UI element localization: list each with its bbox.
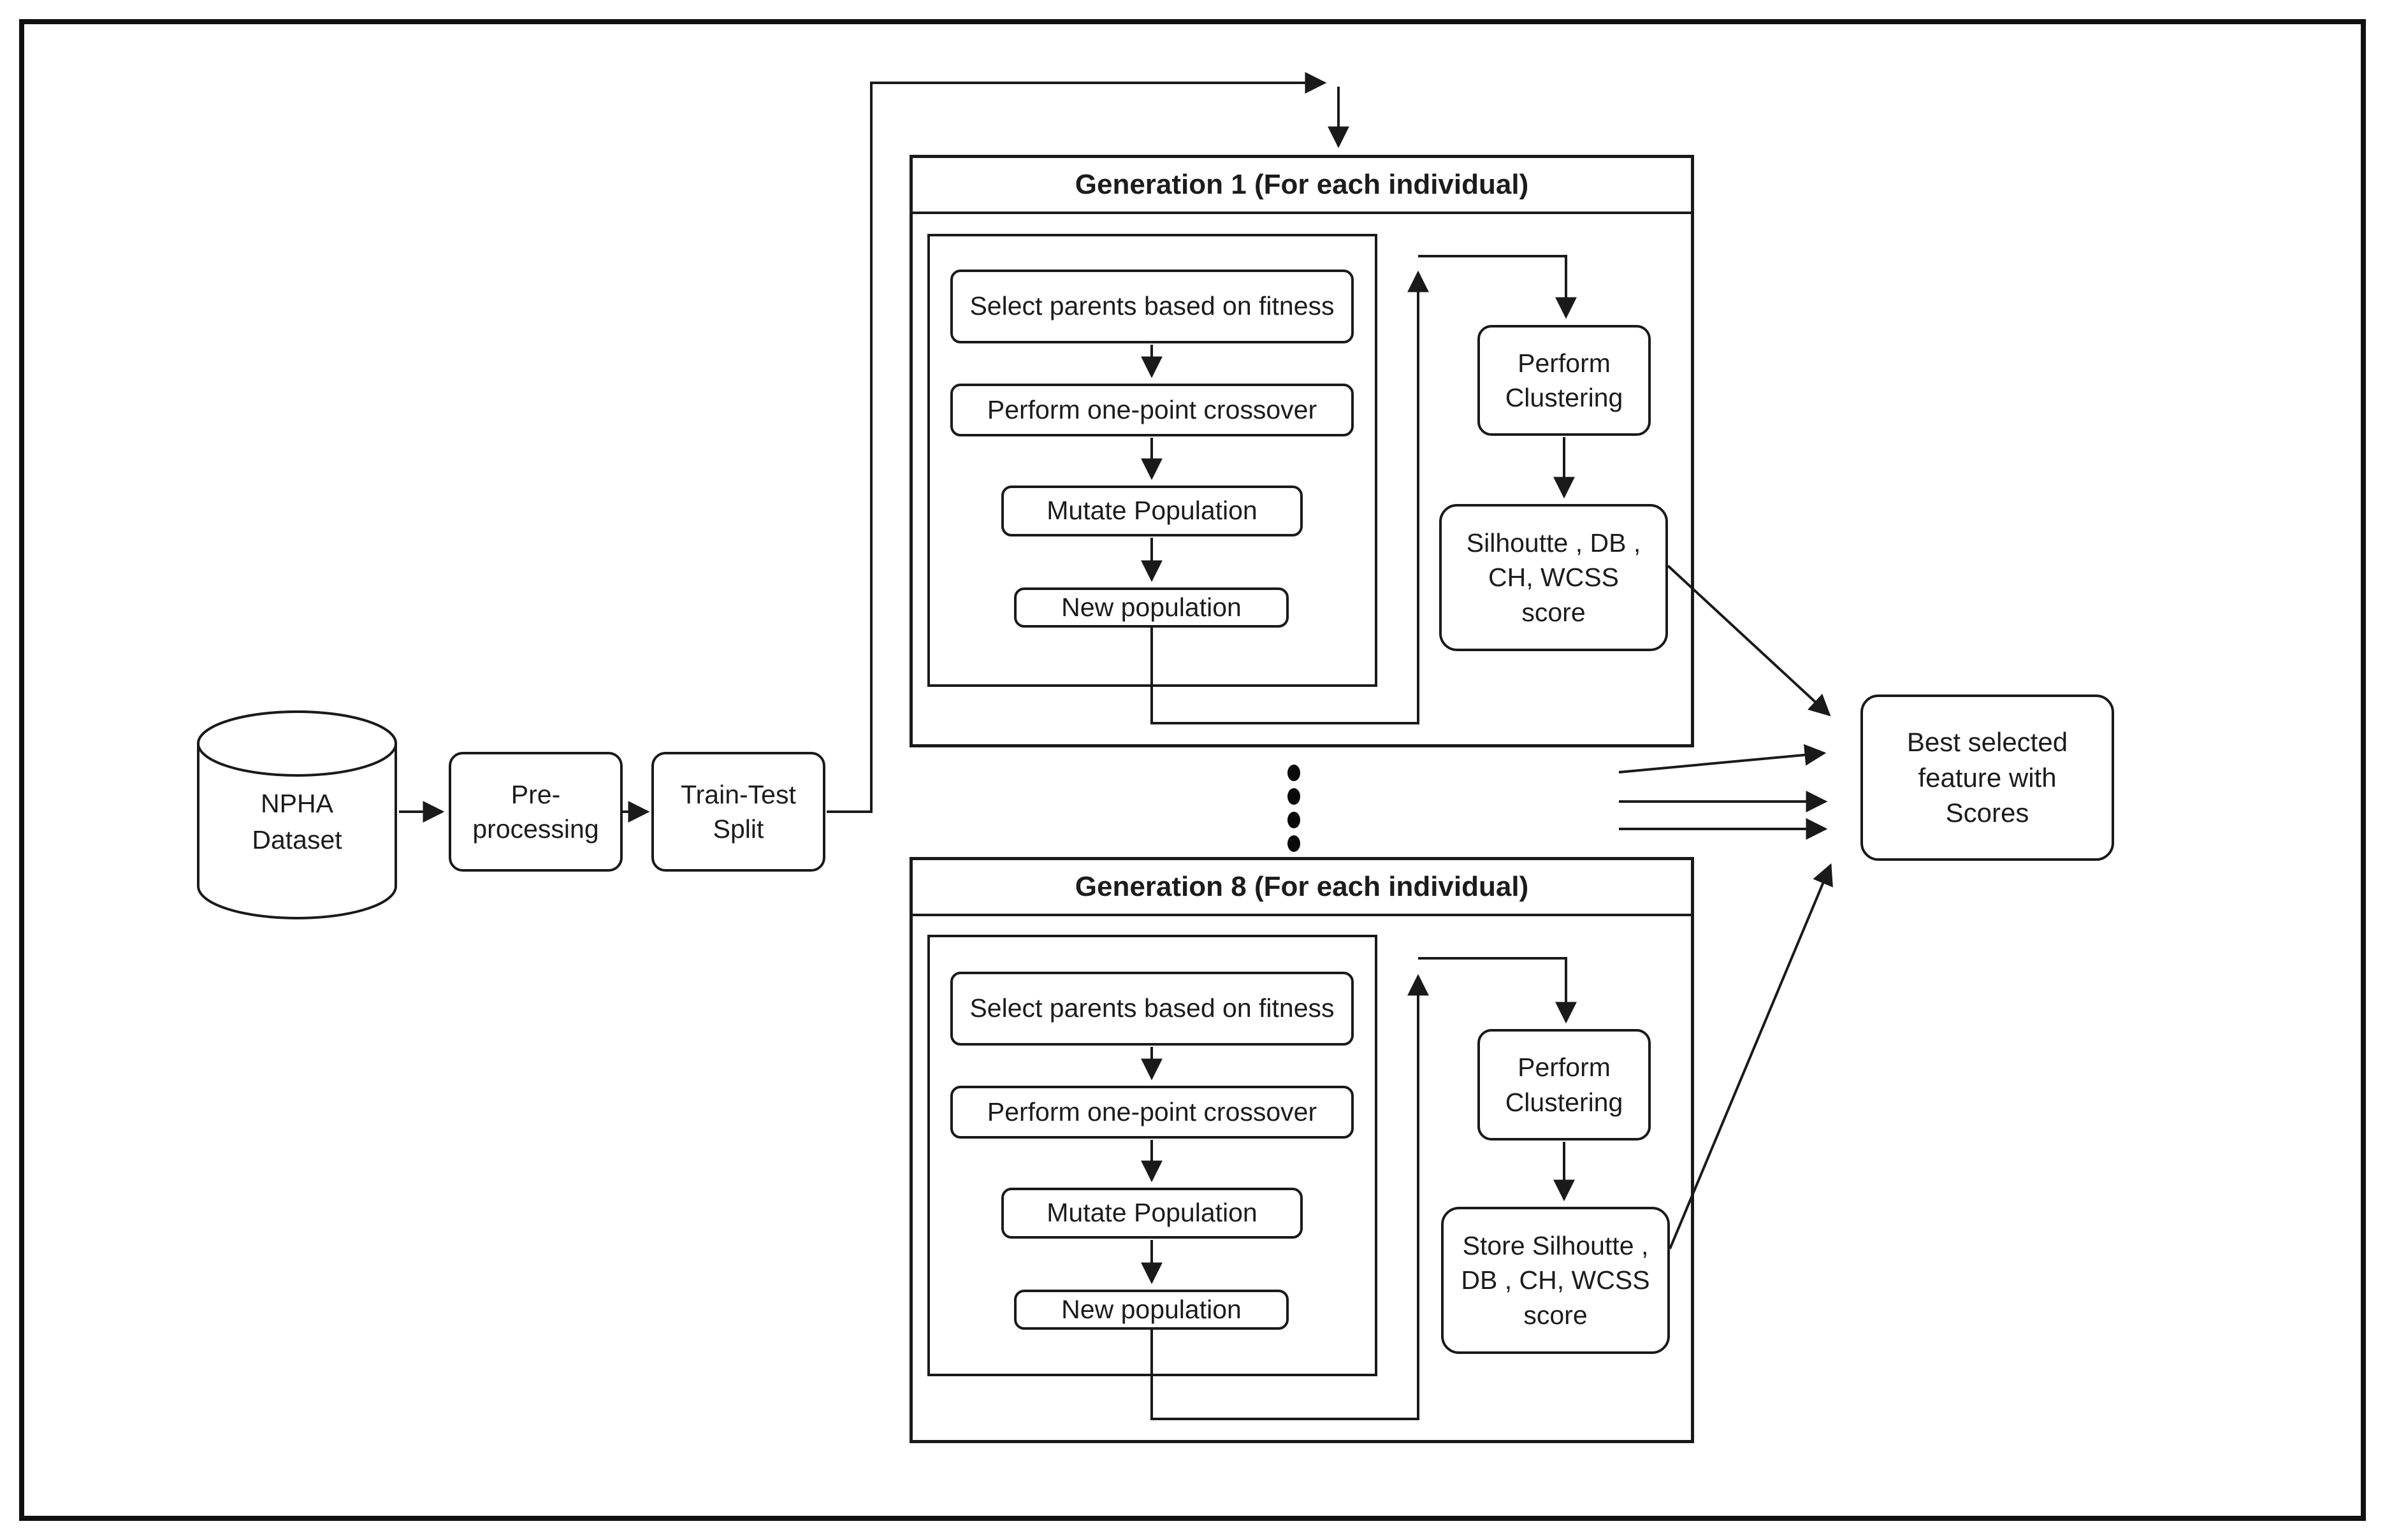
gen8-step-mutate: Mutate Population xyxy=(1001,1188,1303,1239)
output-line2: feature with xyxy=(1918,762,2057,793)
gen1-clustering-line1: Perform xyxy=(1518,348,1611,378)
train-test-label-line1: Train-Test xyxy=(681,779,796,809)
gen8-score-line2: DB , CH, WCSS xyxy=(1461,1265,1650,1295)
outer-border xyxy=(19,19,2366,1521)
gen1-score-node: Silhoutte , DB , CH, WCSS score xyxy=(1439,504,1668,651)
best-selected-feature-node: Best selected feature with Scores xyxy=(1860,694,2114,861)
preprocessing-node: Pre- processing xyxy=(449,752,623,872)
gen8-clustering-line1: Perform xyxy=(1518,1053,1611,1083)
train-test-label-line2: Split xyxy=(713,814,764,844)
ellipsis-dot xyxy=(1287,788,1300,805)
gen1-step-mutate: Mutate Population xyxy=(1001,486,1303,536)
gen8-perform-clustering-node: Perform Clustering xyxy=(1477,1029,1651,1141)
gen1-score-line1: Silhoutte , DB , xyxy=(1466,528,1641,558)
dataset-cylinder: NPHA Dataset xyxy=(196,709,398,921)
gen1-perform-clustering-node: Perform Clustering xyxy=(1477,325,1651,436)
output-line3: Scores xyxy=(1945,798,2029,828)
gen8-score-line3: score xyxy=(1523,1300,1588,1330)
gen1-step-select-parents: Select parents based on fitness xyxy=(950,270,1354,343)
dataset-label: NPHA Dataset xyxy=(196,786,398,859)
train-test-split-node: Train-Test Split xyxy=(651,752,825,872)
cylinder-icon xyxy=(197,710,397,919)
generation-1-title: Generation 1 (For each individual) xyxy=(913,158,1691,214)
ellipsis-dot xyxy=(1287,765,1300,781)
ellipsis-dot xyxy=(1287,812,1300,828)
gen8-step-select-parents: Select parents based on fitness xyxy=(950,972,1354,1046)
gen8-step-crossover: Perform one-point crossover xyxy=(950,1086,1354,1139)
dataset-label-line2: Dataset xyxy=(252,825,342,855)
gen8-step-new-population: New population xyxy=(1014,1290,1289,1330)
gen8-score-node: Store Silhoutte , DB , CH, WCSS score xyxy=(1441,1207,1670,1354)
preprocessing-label-line2: processing xyxy=(472,814,599,844)
gen1-step-new-population: New population xyxy=(1014,587,1289,628)
ellipsis-dot xyxy=(1287,835,1300,852)
gen8-score-line1: Store Silhoutte , xyxy=(1462,1231,1649,1261)
gen1-step-crossover: Perform one-point crossover xyxy=(950,384,1354,436)
gen1-clustering-line2: Clustering xyxy=(1505,383,1623,412)
gen1-score-line3: score xyxy=(1521,597,1586,627)
output-line1: Best selected xyxy=(1906,727,2068,758)
gen8-clustering-line2: Clustering xyxy=(1505,1087,1623,1117)
generation-8-title: Generation 8 (For each individual) xyxy=(913,860,1691,916)
dataset-label-line1: NPHA xyxy=(261,789,333,818)
preprocessing-label-line1: Pre- xyxy=(511,779,561,809)
gen1-score-line2: CH, WCSS xyxy=(1488,563,1619,593)
